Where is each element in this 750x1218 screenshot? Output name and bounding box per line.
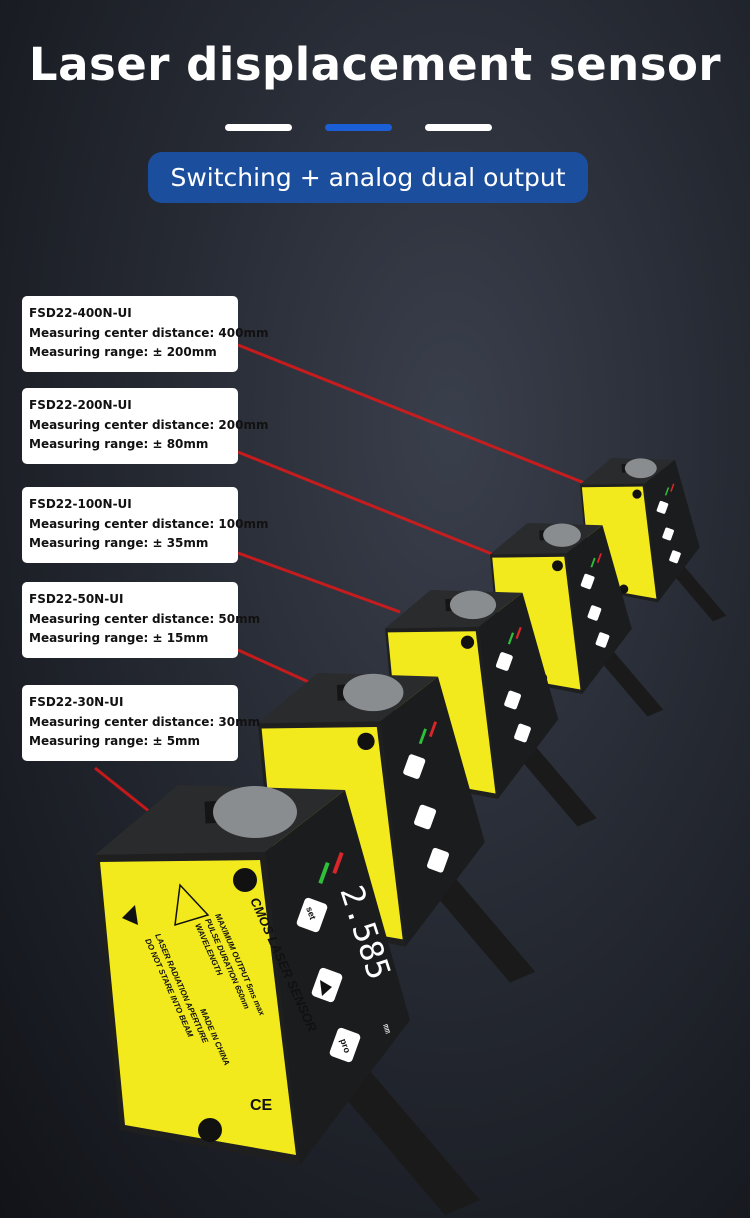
model-center-distance: Measuring center distance: 100mm [29,516,269,531]
model-card: FSD22-30N-UI Measuring center distance: … [22,685,261,761]
laser-beam [237,343,593,488]
model-center-distance: Measuring center distance: 50mm [29,611,261,626]
model-center-distance: Measuring center distance: 400mm [29,325,269,340]
carousel-dot-1[interactable] [225,124,292,131]
laser-beam [237,551,401,614]
model-name: FSD22-200N-UI [29,398,132,412]
model-name: FSD22-50N-UI [29,592,124,606]
model-card: FSD22-100N-UI Measuring center distance:… [22,487,269,563]
page-title: Laser displacement sensor [28,38,722,91]
model-center-distance: Measuring center distance: 200mm [29,417,269,432]
model-card: FSD22-50N-UI Measuring center distance: … [22,582,261,658]
carousel-dot-3[interactable] [425,124,492,131]
laser-beam [237,450,498,558]
model-name: FSD22-30N-UI [29,695,124,709]
sensor-unit: mm [381,1023,393,1035]
warning-arrow-icon [122,905,138,925]
subtitle-badge: Switching + analog dual output [148,152,588,203]
arrow-button-icon [320,980,332,996]
model-card: FSD22-200N-UI Measuring center distance:… [22,388,269,464]
model-card: FSD22-400N-UI Measuring center distance:… [22,296,269,372]
laser-hazard-icon [174,883,210,927]
model-name: FSD22-100N-UI [29,497,132,511]
model-range: Measuring range: ± 200mm [29,345,217,359]
model-range: Measuring range: ± 80mm [29,437,209,451]
pro-button: pro [338,1037,353,1055]
ce-mark: CE [250,1097,273,1114]
set-button: set [304,905,318,921]
model-name: FSD22-400N-UI [29,306,132,320]
model-center-distance: Measuring center distance: 30mm [29,714,261,729]
model-range: Measuring range: ± 5mm [29,734,201,748]
carousel-dot-2-active[interactable] [325,124,392,131]
model-range: Measuring range: ± 35mm [29,536,209,550]
laser-beam [94,766,151,814]
model-range: Measuring range: ± 15mm [29,631,209,645]
